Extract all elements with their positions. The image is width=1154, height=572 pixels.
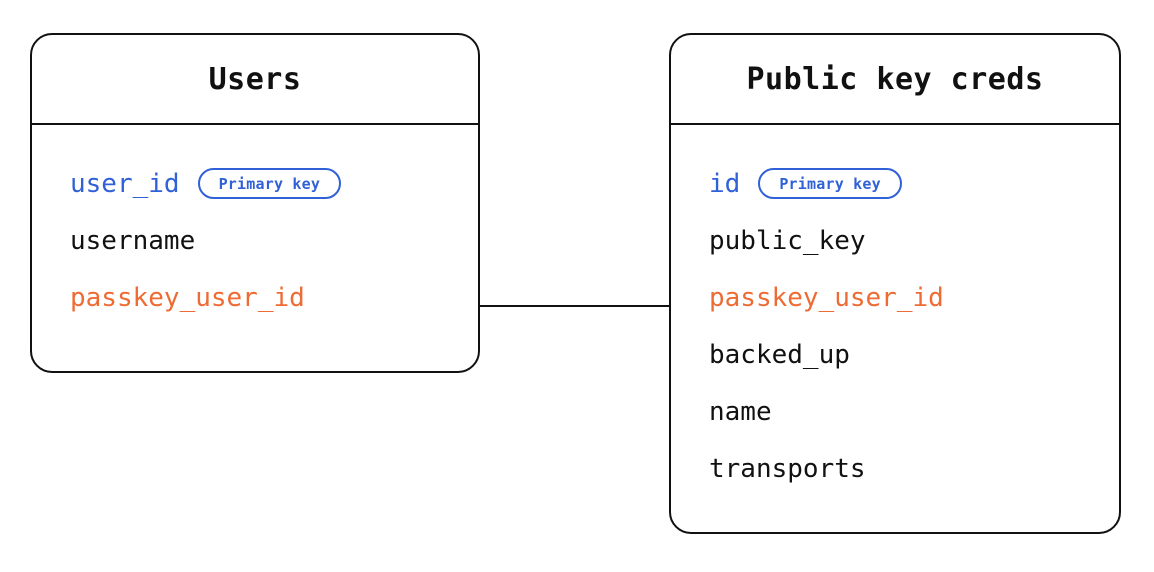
field-row[interactable]: passkey_user_id (671, 269, 1119, 326)
field-row[interactable]: passkey_user_id (32, 269, 478, 326)
field-list-users: user_id Primary key username passkey_use… (32, 125, 478, 326)
field-row[interactable]: backed_up (671, 326, 1119, 383)
entity-title-public-key-creds: Public key creds (746, 61, 1044, 97)
primary-key-badge: Primary key (758, 168, 902, 199)
field-row[interactable]: public_key (671, 212, 1119, 269)
field-list-public-key-creds: id Primary key public_key passkey_user_i… (671, 125, 1119, 497)
relationship-connector-line (480, 305, 669, 307)
field-row[interactable]: name (671, 383, 1119, 440)
entity-header-users: Users (32, 35, 478, 125)
entity-header-public-key-creds: Public key creds (671, 35, 1119, 125)
entity-box-public-key-creds[interactable]: Public key creds id Primary key public_k… (669, 33, 1121, 534)
field-row[interactable]: user_id Primary key (32, 155, 478, 212)
entity-box-users[interactable]: Users user_id Primary key username passk… (30, 33, 480, 373)
field-name-public-key: public_key (709, 225, 866, 256)
field-name-user-id: user_id (70, 168, 180, 199)
field-row[interactable]: username (32, 212, 478, 269)
field-name-transports: transports (709, 453, 866, 484)
field-name-username: username (70, 225, 196, 256)
field-name-id: id (709, 168, 741, 199)
field-name-backed-up: backed_up (709, 339, 850, 370)
primary-key-badge: Primary key (197, 168, 342, 199)
field-row[interactable]: transports (671, 440, 1119, 497)
field-name-passkey-user-id: passkey_user_id (70, 282, 305, 313)
entity-title-users: Users (208, 61, 302, 97)
field-name-name: name (709, 396, 772, 427)
field-row[interactable]: id Primary key (671, 155, 1119, 212)
field-name-passkey-user-id: passkey_user_id (709, 282, 944, 313)
